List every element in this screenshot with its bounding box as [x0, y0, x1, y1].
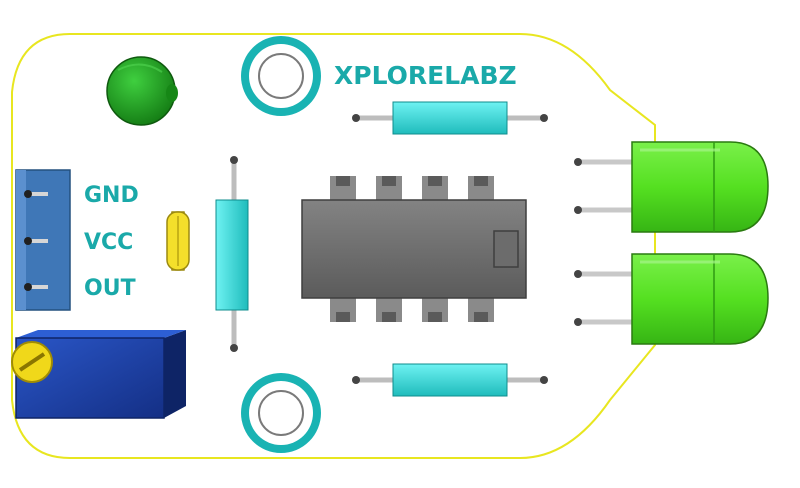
ic-pins-top: [330, 176, 494, 200]
ir-led-bottom: [574, 253, 769, 345]
ir-led-top: [574, 141, 769, 233]
ic-notch: [493, 230, 519, 268]
mounting-hole-top: [241, 36, 321, 116]
ic-body: [301, 199, 527, 299]
ic-chip: [301, 176, 527, 322]
mounting-hole-bottom: [241, 373, 321, 453]
resistor-top: [352, 101, 548, 135]
pin-label-gnd: GND: [84, 183, 139, 208]
pot-screw: [11, 341, 53, 383]
pin-label-out: OUT: [84, 276, 136, 301]
header-pin-vcc: [24, 237, 48, 245]
capacitor: [166, 211, 190, 271]
resistor-bottom: [352, 363, 548, 397]
header-pin-gnd: [24, 190, 48, 198]
pin-label-vcc: VCC: [84, 230, 133, 255]
brand-label: XPLORELABZ: [334, 61, 517, 90]
potentiometer: [11, 330, 186, 419]
pin-header: [15, 169, 71, 311]
status-led: [106, 56, 178, 126]
header-pin-out: [24, 283, 48, 291]
ic-pins-bottom: [330, 298, 494, 322]
resistor-vertical: [215, 156, 249, 352]
